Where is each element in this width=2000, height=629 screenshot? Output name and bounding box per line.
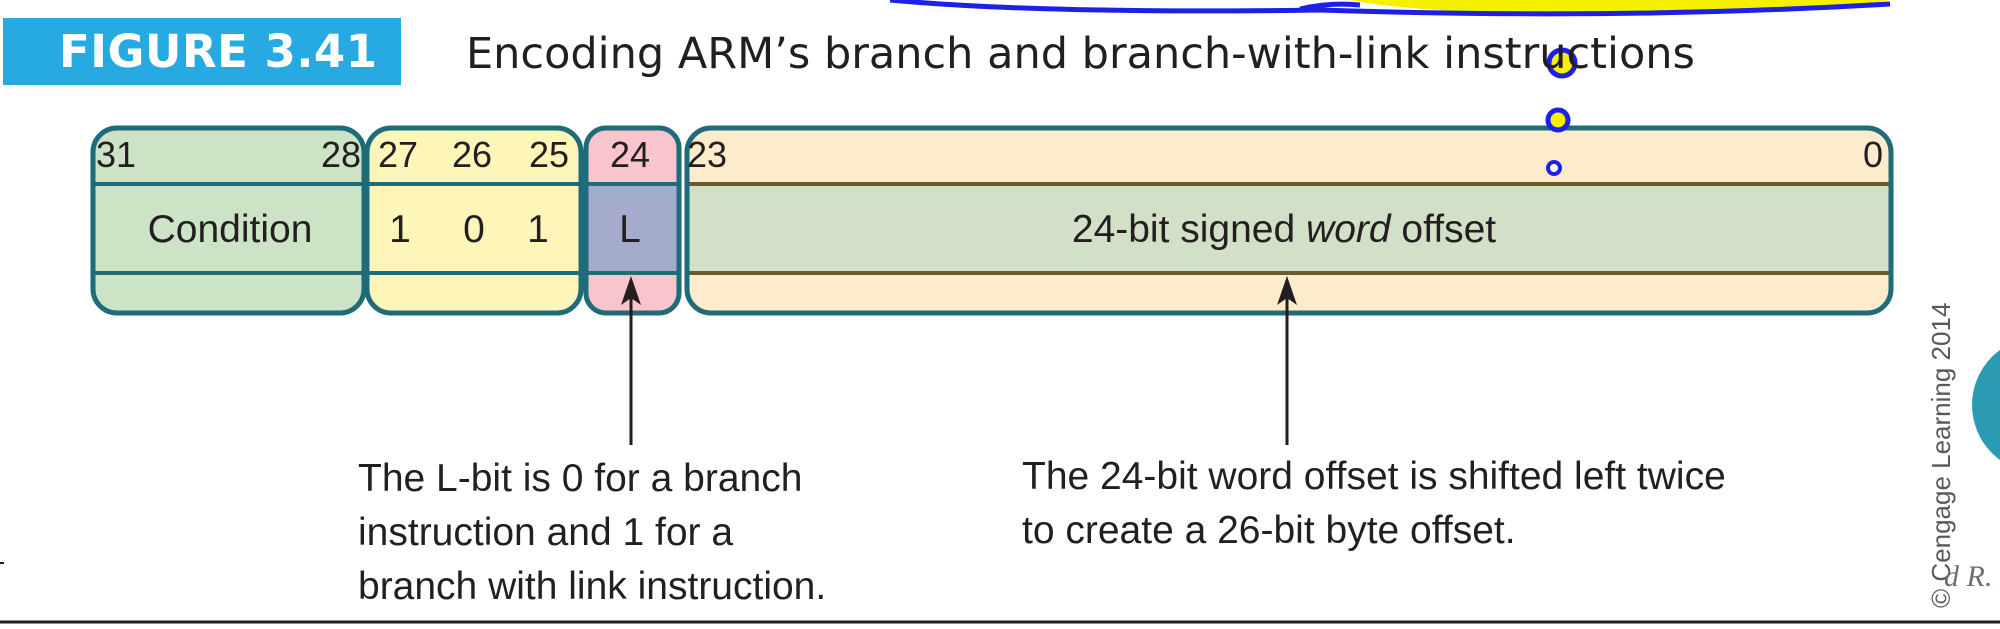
overlay-circle-medium (1545, 107, 1571, 133)
bit-number-23: 23 (687, 134, 727, 175)
offset-annotation-line-1: The 24-bit word offset is shifted left t… (1022, 455, 1726, 498)
figure-number-badge: FIGURE 3.41 (3, 18, 401, 85)
offset-border (684, 125, 1894, 316)
condition-border (90, 125, 367, 316)
opcode-bit-1: 1 (389, 208, 411, 251)
bit-numbers: 31 28 27 26 25 24 23 0 (96, 134, 1883, 175)
bit-number-28: 28 (321, 134, 361, 175)
offset-label: 24-bit signed word offset (1072, 208, 1496, 251)
bit-number-31: 31 (96, 134, 136, 175)
offset-arrowhead (1277, 276, 1297, 305)
bit-number-27: 27 (378, 134, 418, 175)
blue-scribble-line (889, 0, 1891, 17)
field-offset (687, 128, 1891, 313)
arrows (629, 290, 1289, 445)
condition-fill (93, 128, 364, 313)
opcode-border (364, 125, 584, 316)
opcode-fill (367, 128, 581, 313)
offset-body (687, 184, 1891, 273)
field-condition (93, 128, 364, 313)
overlay-circle-small (1546, 160, 1562, 176)
teal-disc (1972, 350, 2000, 460)
cropped-author-text: d R. I (1944, 560, 2000, 593)
bit-number-0: 0 (1863, 134, 1883, 175)
overlay-circle-large (1546, 47, 1578, 79)
l-bit-annotation-line-1: The L-bit is 0 for a branch (358, 457, 803, 500)
offset-label-word: word (1306, 208, 1392, 251)
field-opcode (367, 128, 581, 313)
offset-annotation: The 24-bit word offset is shifted left t… (1022, 450, 1726, 558)
offset-annotation-line-2: to create a 26-bit byte offset. (1022, 509, 1516, 552)
l-bit-annotation-line-2: instruction and 1 for a (358, 511, 734, 554)
bit-number-25: 25 (529, 134, 569, 175)
field-contents: Condition 1 0 1 L 24-bit signed word off… (148, 208, 1497, 251)
offset-label-part-3: offset (1391, 208, 1497, 251)
l-bit-annotation: The L-bit is 0 for a branch instruction … (358, 452, 826, 614)
link-bit-label: L (619, 208, 641, 251)
blue-scribble-join (1299, 1, 1361, 12)
offset-label-part-1: 24-bit signed (1072, 208, 1306, 251)
condition-label: Condition (148, 208, 313, 251)
l-bit-arrowhead (621, 276, 641, 305)
l-bit-annotation-line-3: branch with link instruction. (358, 565, 827, 608)
opcode-bit-1b: 1 (527, 208, 549, 251)
link-bit-body (586, 184, 679, 273)
opcode-bit-0: 0 (463, 208, 485, 251)
bit-number-26: 26 (452, 134, 492, 175)
bit-number-24: 24 (610, 134, 650, 175)
figure-title: Encoding ARM’s branch and branch-with-li… (466, 29, 1695, 79)
